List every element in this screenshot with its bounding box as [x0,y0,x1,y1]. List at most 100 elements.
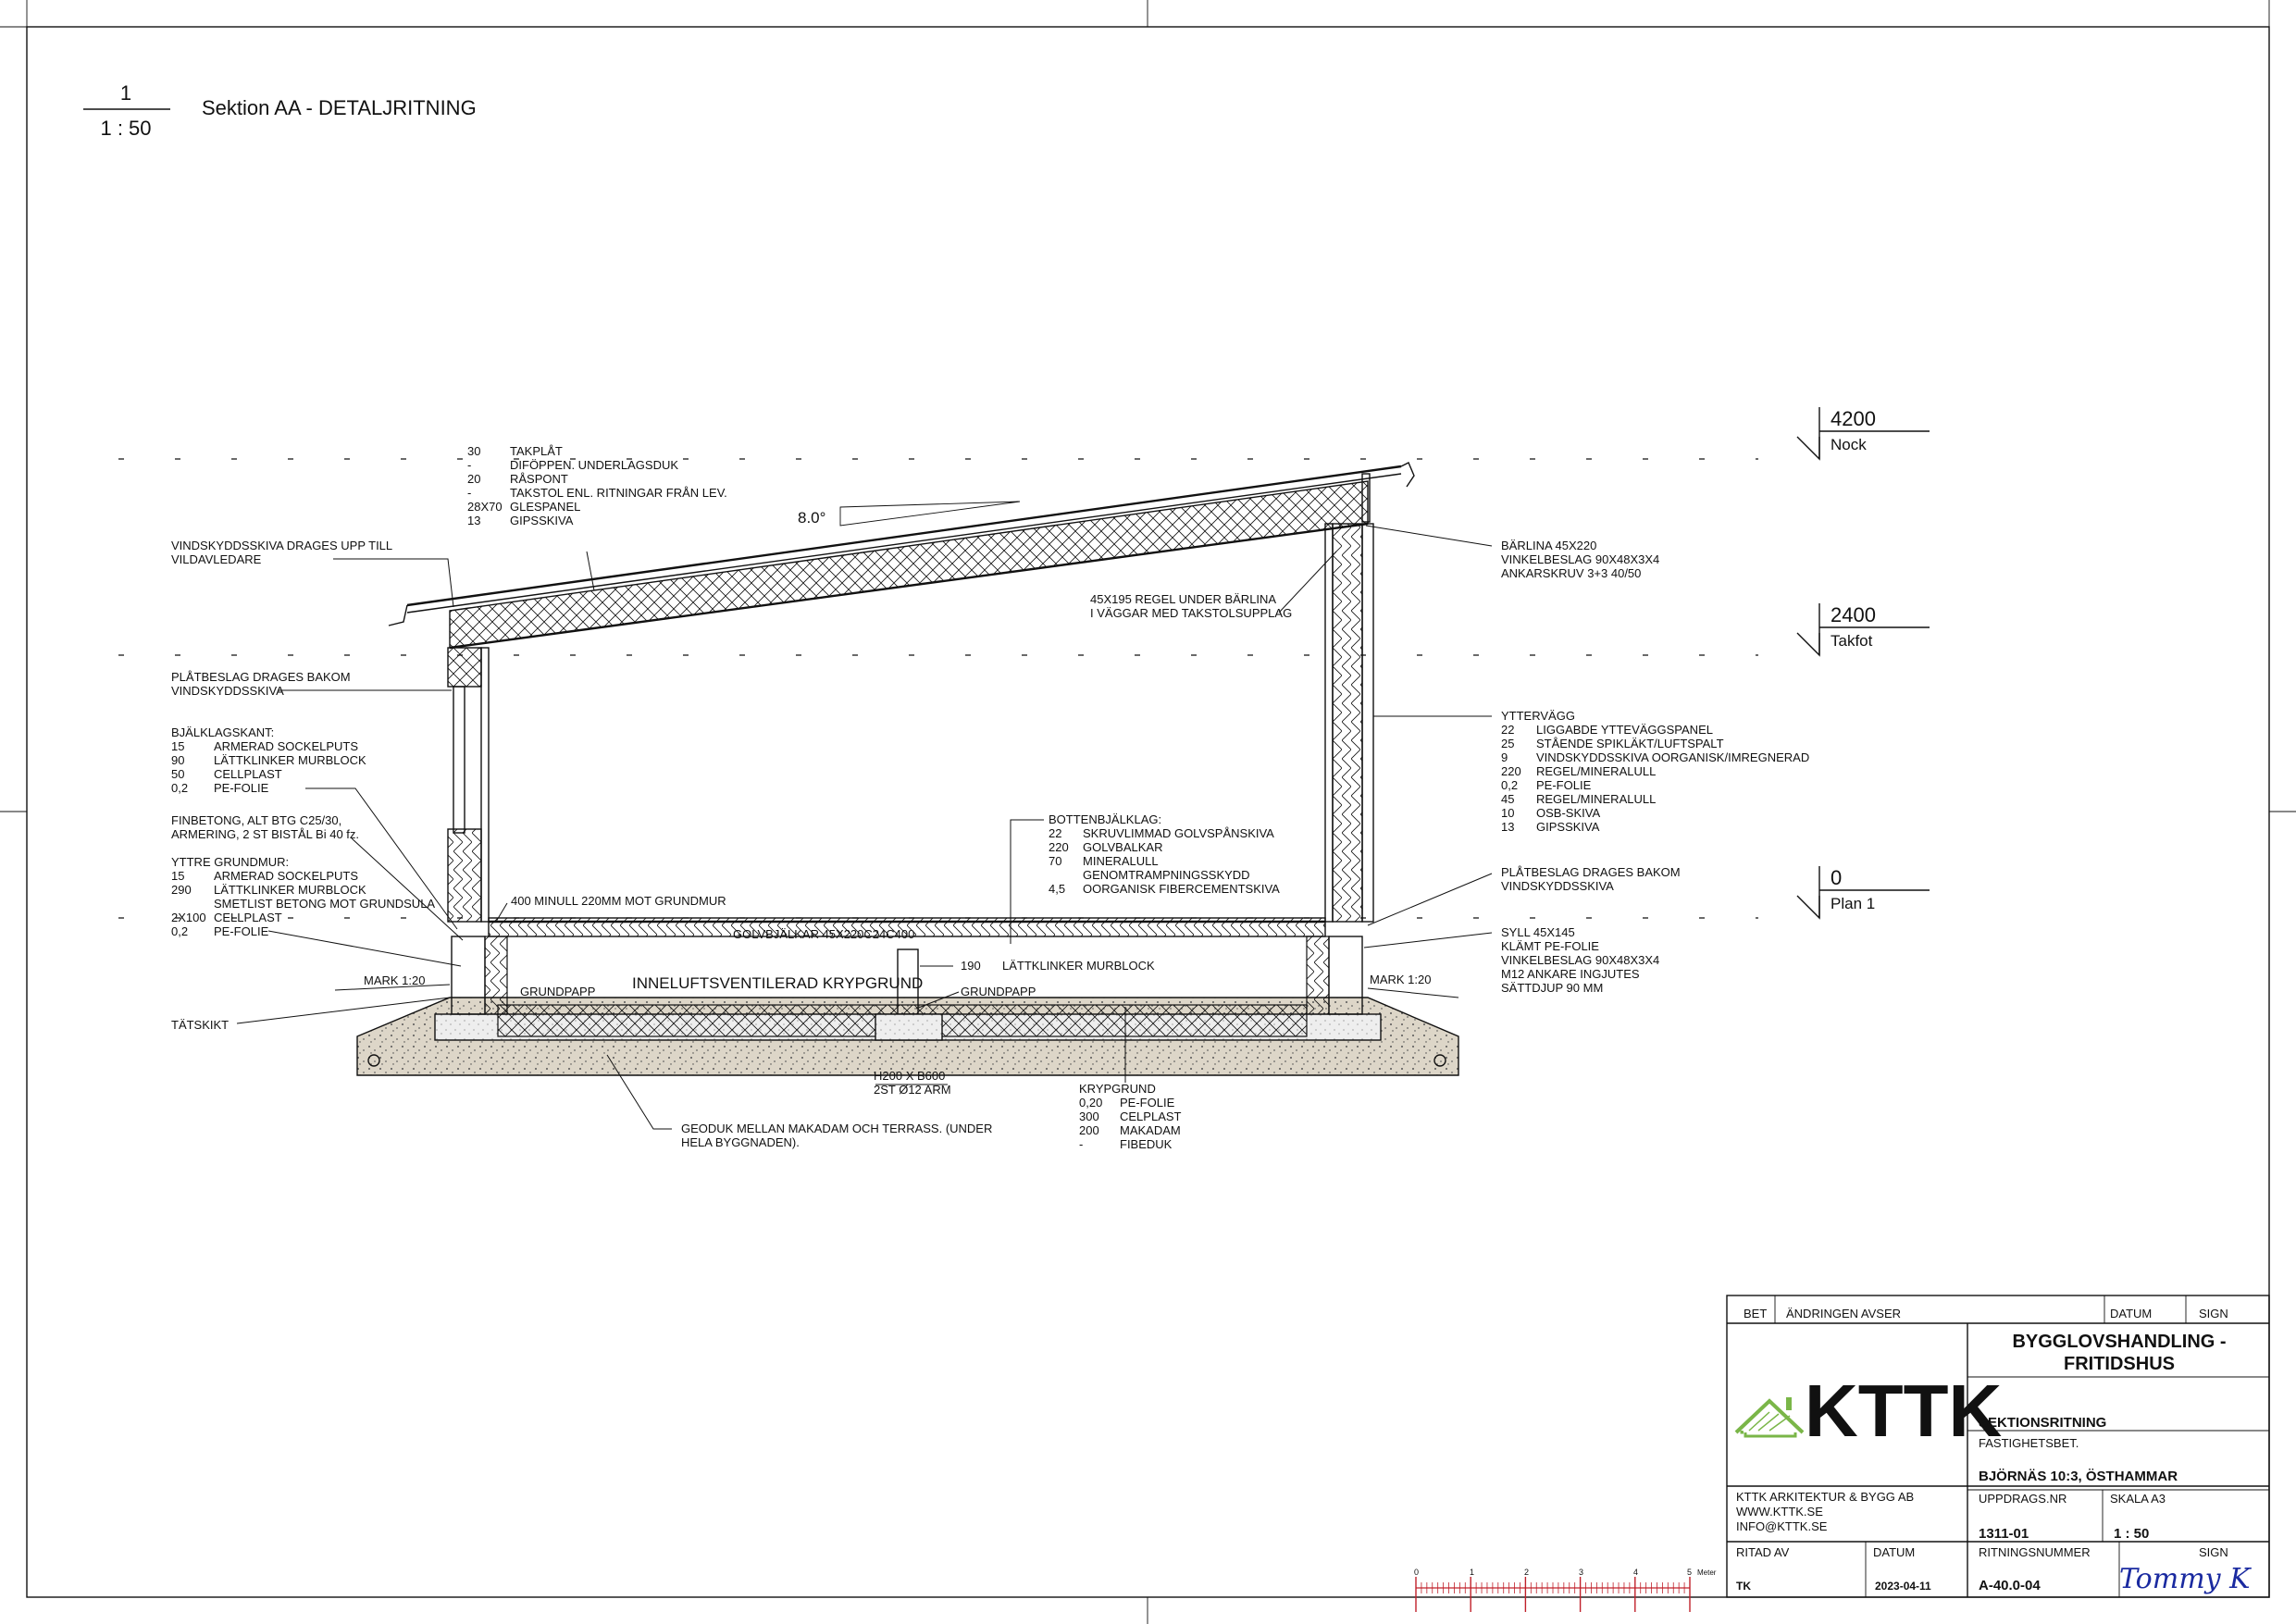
tb-email: INFO@KTTK.SE [1736,1519,1828,1533]
note-text: GRUNDPAPP [961,985,1036,998]
roof-layer-desc: TAKSTOL ENL. RITNINGAR FRÅN LEV. [510,486,727,500]
footing-dim: H200 X B600 [874,1069,945,1083]
tb-datum: 2023-04-11 [1875,1580,1931,1593]
level-marker-nock: 4200 Nock [1796,407,1930,461]
logo-text: KTTK [1805,1370,2003,1452]
note-text: I VÄGGAR MED TAKSTOLSUPPLAG [1090,606,1292,620]
layer-desc: MAKADAM [1120,1123,1181,1137]
note-text: VINDSKYDDSSKIVA [1501,879,1614,893]
tb-andringen: ÄNDRINGEN AVSER [1786,1307,1901,1320]
layer-thickness: 200 [1079,1123,1099,1137]
tb-signature: Tommy K [2119,1563,2252,1595]
murblock-thickness: 190 [961,959,981,973]
layer-desc: SMETLIST BETONG MOT GRUNDSULA [214,897,435,911]
layer-thickness: 70 [1049,854,1061,868]
roof-layer-thickness: 13 [467,514,480,527]
layer-desc: REGEL/MINERALULL [1536,792,1656,806]
mark-label: MARK 1:20 [364,973,425,987]
layer-desc: MINERALULL [1083,854,1159,868]
scale-tick-label: 3 [1579,1568,1583,1577]
layer-thickness: 290 [171,883,192,897]
layer-desc: FIBEDUK [1120,1137,1173,1151]
title-block: BET ÄNDRINGEN AVSER DATUM SIGN KTTK BYGG… [1726,1295,2270,1598]
layer-thickness: 9 [1501,750,1508,764]
tb-ritnr: A-40.0-04 [1979,1578,2041,1593]
note-text: VINDSKYDDSSKIVA [171,684,284,698]
layer-thickness: 22 [1049,826,1061,840]
note-text: 400 MINULL 220MM MOT GRUNDMUR [511,894,726,908]
roof-layer-thickness: - [467,486,471,500]
layer-desc: PE-FOLIE [1120,1096,1175,1110]
scale-tick-label: 0 [1414,1568,1419,1577]
floor-joists [488,917,1326,937]
note-text: ANKARSKRUV 3+3 40/50 [1501,566,1641,580]
roof-layers-note: 30 TAKPLÅT - DIFÖPPEN. UNDERLAGSDUK 20 R… [467,444,727,591]
layer-thickness: 10 [1501,806,1514,820]
roof-layer-thickness: 28X70 [467,500,503,514]
layer-desc: CELLPLAST [214,767,282,781]
layer-thickness: 300 [1079,1110,1099,1123]
roof-pitch-symbol [839,501,1021,527]
tb-skala: 1 : 50 [2114,1526,2149,1542]
layer-thickness: 0,2 [171,924,188,938]
tb-skala-label: SKALA A3 [2110,1492,2166,1506]
layer-desc: PE-FOLIE [1536,778,1592,792]
layer-thickness: 4,5 [1049,882,1065,896]
layer-desc: LÄTTKLINKER MURBLOCK [214,753,366,767]
scale-bar: 0 1 2 3 4 5 Meter [1414,1568,1717,1612]
note-text: 45X195 REGEL UNDER BÄRLINA [1090,592,1276,606]
note-text: SYLL 45X145 [1501,925,1575,939]
roof-layer-desc: DIFÖPPEN. UNDERLAGSDUK [510,458,678,472]
view-scale: 1 : 50 [100,117,151,140]
note-text: ARMERING, 2 ST BISTÅL Bi 40 fz. [171,827,359,841]
view-title: Sektion AA - DETALJRITNING [202,96,477,119]
layer-desc: REGEL/MINERALULL [1536,764,1656,778]
roof-section [388,462,1415,650]
layer-desc: GENOMTRAMPNINGSSKYDD [1083,868,1250,882]
layer-thickness: 2X100 [171,911,206,924]
level-marker-plan1: 0 Plan 1 [1796,866,1930,920]
tb-drawing-type: SEKTIONSRITNING [1979,1415,2106,1431]
tb-fastighet-label: FASTIGHETSBET. [1979,1436,2079,1450]
layer-desc: GIPSSKIVA [1536,820,1600,834]
layer-thickness: 90 [171,753,184,767]
layer-desc: GOLVBALKAR [1083,840,1162,854]
scale-tick-label: 1 [1470,1568,1474,1577]
tb-datum-label: DATUM [1873,1545,1915,1559]
footing-rebar: 2ST Ø12 ARM [874,1083,951,1097]
krypgrund-label: INNELUFTSVENTILERAD KRYPGRUND [632,974,923,992]
scale-tick-label: 2 [1524,1568,1529,1577]
layer-desc: PE-FOLIE [214,924,269,938]
layer-desc: OSB-SKIVA [1536,806,1600,820]
layer-desc: SKRUVLIMMAD GOLVSPÅNSKIVA [1083,826,1274,840]
level-value-plan1: 0 [1831,866,1842,889]
layer-desc: VINDSKYDDSSKIVA OORGANISK/IMREGNERAD [1536,750,1809,764]
right-notes: BÄRLINA 45X220 VINKELBESLAG 90X48X3X4 AN… [1363,525,1809,998]
floor-joist-label: GOLVBJÄLKAR 45X220C24C400 [733,927,914,941]
layer-thickness: 220 [1049,840,1069,854]
note-text: BOTTENBJÄLKLAG: [1049,812,1161,826]
layer-thickness: 50 [171,767,184,781]
note-text: FINBETONG, ALT BTG C25/30, [171,813,341,827]
murblock-desc: LÄTTKLINKER MURBLOCK [1002,959,1155,973]
roof-layer-thickness: 20 [467,472,480,486]
note-text: YTTERVÄGG [1501,709,1575,723]
level-name-nock: Nock [1831,436,1867,453]
note-text: BÄRLINA 45X220 [1501,539,1596,552]
note-text: VINKELBESLAG 90X48X3X4 [1501,552,1659,566]
layer-desc: OORGANISK FIBERCEMENTSKIVA [1083,882,1280,896]
layer-desc: ARMERAD SOCKELPUTS [214,739,358,753]
layer-thickness: 15 [171,869,184,883]
view-number: 1 [120,81,131,105]
tb-bet: BET [1744,1307,1767,1320]
note-text: HELA BYGGNADEN). [681,1135,800,1149]
roof-layer-desc: RÅSPONT [510,472,568,486]
layer-desc: STÅENDE SPIKLÄKT/LUFTSPALT [1536,737,1724,750]
roof-layer-desc: GLESPANEL [510,500,580,514]
layer-thickness: 45 [1501,792,1514,806]
scale-unit: Meter [1697,1568,1717,1577]
layer-desc: LIGGABDE YTTEVÄGGSPANEL [1536,723,1713,737]
layer-desc: ARMERAD SOCKELPUTS [214,869,358,883]
company-logo: KTTK [1734,1370,2003,1452]
